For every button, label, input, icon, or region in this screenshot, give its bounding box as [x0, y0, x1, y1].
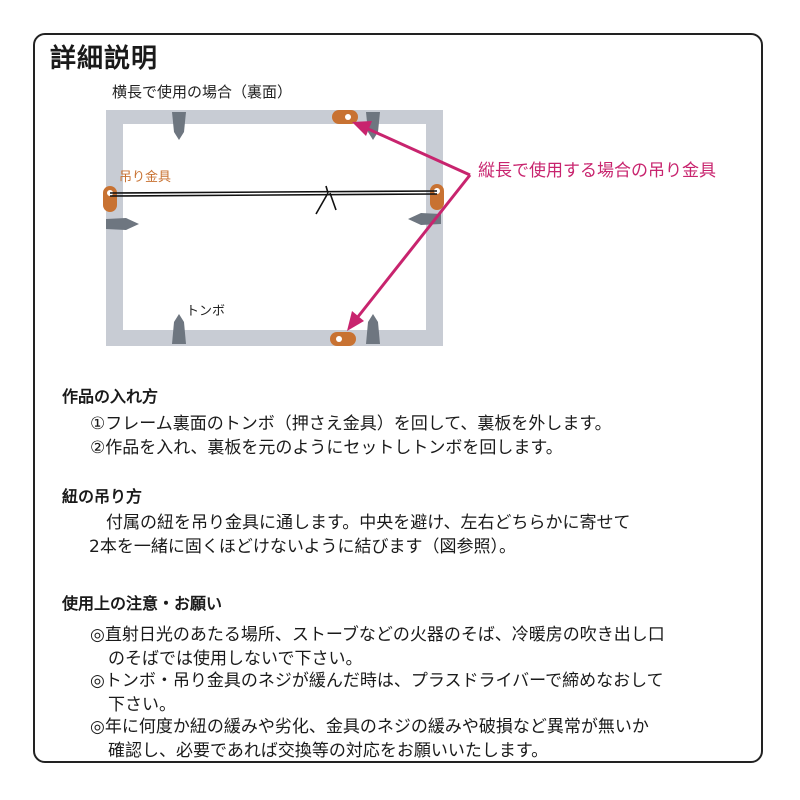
callout-label: 縦長で使用する場合の吊り金具	[478, 160, 716, 181]
hanger-top-icon	[332, 110, 358, 124]
tonbo-clip-icon	[172, 314, 186, 344]
caution-line-3: ◎トンボ・吊り金具のネジが緩んだ時は、プラスドライバーで締めなおして	[90, 671, 664, 691]
caution-line-6: 確認し、必要であれば交換等の対応をお願いいたします。	[108, 741, 549, 761]
tonbo-clip-icon	[172, 112, 186, 140]
string-line-2: 2本を一緒に固くほどけないように結びます（図参照）。	[89, 537, 516, 557]
tonbo-clip-icon	[106, 218, 139, 230]
tonbo-clip-icon	[366, 314, 380, 344]
insert-step-2: ②作品を入れ、裏板を元のようにセットしトンボを回します。	[90, 438, 563, 458]
diagram-caption: 横長で使用の場合（裏面）	[112, 83, 292, 101]
hanger-right-icon	[430, 184, 444, 210]
caution-line-4: 下さい。	[108, 695, 176, 715]
caution-line-5: ◎年に何度か紐の緩みや劣化、金具のネジの緩みや破損など異常が無いか	[90, 717, 649, 737]
hanging-string	[109, 185, 438, 215]
hanger-label: 吊り金具	[119, 169, 171, 185]
string-line-1: 付属の紐を吊り金具に通します。中央を避け、左右どちらかに寄せて	[106, 513, 631, 533]
section-heading-caution: 使用上の注意・お願い	[62, 594, 223, 613]
page-title: 詳細説明	[50, 44, 159, 74]
hanger-bottom-icon	[330, 332, 356, 346]
picture-frame	[106, 110, 443, 346]
section-heading-string: 紐の吊り方	[62, 487, 143, 506]
tonbo-label: トンボ	[186, 304, 225, 319]
insert-step-1: ①フレーム裏面のトンボ（押さえ金具）を回して、裏板を外します。	[90, 414, 612, 434]
frame-back-diagram: 横長で使用の場合（裏面）	[103, 83, 716, 346]
caution-line-1: ◎直射日光のあたる場所、ストーブなどの火器のそば、冷暖房の吹き出し口	[90, 625, 665, 645]
hanger-left-icon	[103, 186, 117, 212]
section-heading-insert: 作品の入れ方	[62, 387, 159, 406]
callout-arrows	[347, 121, 472, 331]
caution-line-2: のそばでは使用しないで下さい。	[108, 649, 363, 669]
